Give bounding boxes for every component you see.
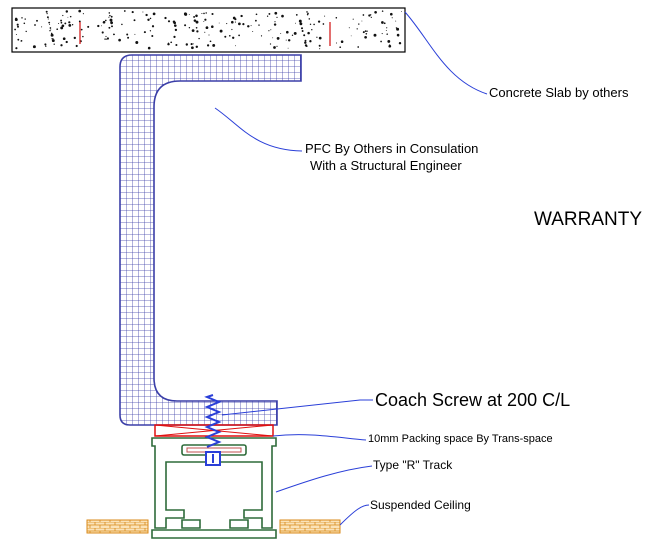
pfc-label-line1: PFC By Others in Consulation [305, 141, 479, 156]
warranty-label: WARRANTY [534, 209, 643, 230]
pfc-channel [119, 54, 302, 426]
leader-packing [272, 434, 367, 441]
leader-pfc [214, 107, 303, 152]
pfc-label-line2: With a Structural Engineer [310, 158, 462, 173]
leader-lines [214, 11, 488, 526]
leader-coach [221, 399, 373, 416]
packing-label: 10mm Packing space By Trans-space [368, 433, 553, 445]
coach-screw [204, 394, 222, 466]
leader-track [275, 465, 373, 493]
ceiling-label: Suspended Ceiling [370, 498, 471, 512]
coach-screw-label: Coach Screw at 200 C/L [375, 390, 571, 410]
suspended-ceiling [86, 519, 341, 534]
concrete-slab-label: Concrete Slab by others [489, 85, 629, 100]
track-label: Type "R" Track [373, 458, 453, 472]
leader-concrete [404, 11, 488, 95]
type-r-track [151, 437, 277, 539]
concrete-slab [11, 7, 406, 53]
leader-ceiling [339, 504, 370, 526]
